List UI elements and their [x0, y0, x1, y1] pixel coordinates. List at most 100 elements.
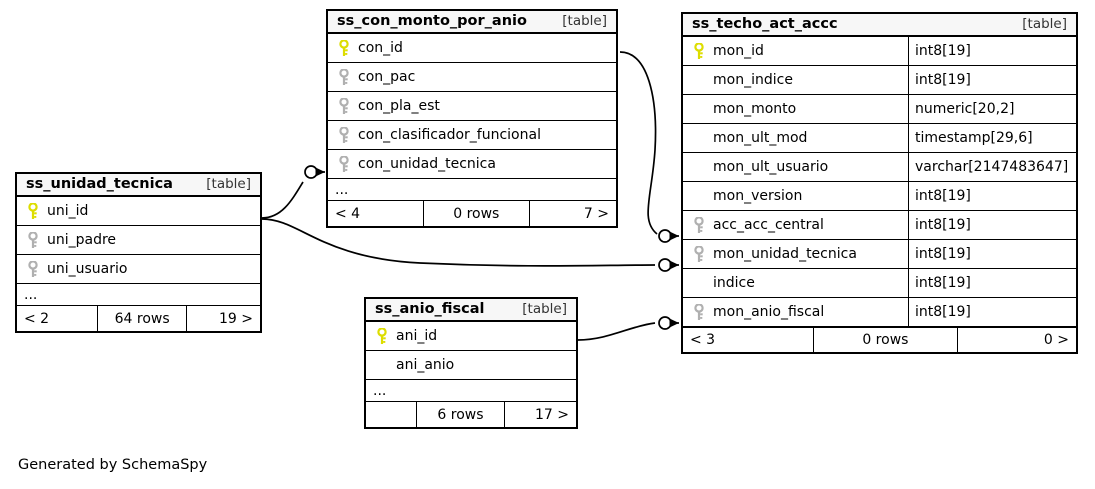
table-row[interactable]: mon_id int8[19]: [683, 37, 1076, 66]
footer-parent-count[interactable]: < 2: [24, 310, 50, 327]
table-row[interactable]: ani_anio: [366, 351, 576, 380]
no-key-spacer: [690, 274, 708, 292]
column-name: con_pac: [358, 69, 416, 85]
column-cell: con_pac: [328, 63, 616, 91]
more-columns-indicator: ...: [366, 380, 576, 402]
table-row[interactable]: uni_usuario: [17, 255, 260, 284]
column-name: mon_id: [713, 43, 764, 59]
primary-key-icon: [373, 327, 391, 345]
footer-row-count: 64 rows: [97, 306, 188, 331]
no-key-spacer: [690, 129, 708, 147]
table-row[interactable]: mon_unidad_tecnica int8[19]: [683, 240, 1076, 269]
column-name: mon_unidad_tecnica: [713, 246, 857, 262]
primary-key-icon: [690, 42, 708, 60]
foreign-key-icon: [24, 231, 42, 249]
foreign-key-icon: [335, 68, 353, 86]
column-name: uni_id: [47, 203, 89, 219]
table-row[interactable]: mon_ult_usuario varchar[2147483647]: [683, 153, 1076, 182]
table-ss-anio-fiscal[interactable]: ss_anio_fiscal [table] ani_id ani_anio .…: [364, 297, 578, 429]
column-type: timestamp[29,6]: [908, 124, 1076, 152]
more-columns-indicator: ...: [328, 179, 616, 201]
column-cell: con_pla_est: [328, 92, 616, 120]
table-header: ss_techo_act_accc [table]: [683, 14, 1076, 37]
table-row[interactable]: mon_ult_mod timestamp[29,6]: [683, 124, 1076, 153]
column-name: con_unidad_tecnica: [358, 156, 496, 172]
generated-by-credit: Generated by SchemaSpy: [18, 457, 208, 473]
column-name: uni_padre: [47, 232, 117, 248]
table-footer: < 4 0 rows 7 >: [328, 201, 616, 226]
table-ss-con-monto-por-anio[interactable]: ss_con_monto_por_anio [table] con_id con…: [326, 9, 618, 228]
footer-parent-count[interactable]: [366, 402, 416, 427]
table-row[interactable]: mon_version int8[19]: [683, 182, 1076, 211]
cardinality-zero-circle: [658, 316, 672, 330]
column-cell: con_clasificador_funcional: [328, 121, 616, 149]
no-key-spacer: [690, 100, 708, 118]
column-name: indice: [713, 275, 755, 291]
column-type: int8[19]: [908, 211, 1076, 239]
table-row[interactable]: con_unidad_tecnica: [328, 150, 616, 179]
table-row[interactable]: ani_id: [366, 322, 576, 351]
table-title: ss_techo_act_accc: [692, 16, 838, 32]
table-row[interactable]: con_id: [328, 34, 616, 63]
table-row[interactable]: con_pla_est: [328, 92, 616, 121]
no-key-spacer: [690, 187, 708, 205]
table-header: ss_con_monto_por_anio [table]: [328, 11, 616, 34]
column-cell: ani_anio: [366, 351, 576, 379]
column-type: int8[19]: [908, 182, 1076, 210]
cardinality-zero-circle: [658, 258, 672, 272]
footer-child-count[interactable]: 7 >: [583, 205, 609, 222]
table-header: ss_unidad_tecnica [table]: [17, 174, 260, 197]
table-row[interactable]: uni_padre: [17, 226, 260, 255]
column-name: uni_usuario: [47, 261, 128, 277]
table-row[interactable]: mon_monto numeric[20,2]: [683, 95, 1076, 124]
foreign-key-icon: [690, 303, 708, 321]
foreign-key-icon: [690, 216, 708, 234]
column-name: mon_anio_fiscal: [713, 304, 825, 320]
foreign-key-icon: [335, 97, 353, 115]
table-row[interactable]: mon_anio_fiscal int8[19]: [683, 298, 1076, 327]
column-cell: mon_id: [683, 37, 908, 65]
footer-parent-count[interactable]: < 4: [335, 205, 361, 222]
cardinality-zero-circle: [304, 165, 318, 179]
table-row[interactable]: acc_acc_central int8[19]: [683, 211, 1076, 240]
column-name: acc_acc_central: [713, 217, 824, 233]
column-name: con_pla_est: [358, 98, 440, 114]
column-type: int8[19]: [908, 269, 1076, 297]
footer-child-count[interactable]: 0 >: [1043, 332, 1069, 348]
footer-child-count[interactable]: 17 >: [534, 406, 569, 423]
column-name: ani_anio: [396, 357, 455, 373]
column-type: int8[19]: [908, 240, 1076, 268]
table-row[interactable]: con_clasificador_funcional: [328, 121, 616, 150]
table-title: ss_con_monto_por_anio: [337, 13, 527, 29]
more-columns-indicator: ...: [17, 284, 260, 306]
table-title: ss_unidad_tecnica: [26, 176, 173, 192]
column-cell: acc_acc_central: [683, 211, 908, 239]
table-row[interactable]: uni_id: [17, 197, 260, 226]
column-name: mon_ult_usuario: [713, 159, 829, 175]
table-type-tag: [table]: [522, 301, 567, 317]
column-cell: mon_unidad_tecnica: [683, 240, 908, 268]
column-cell: ani_id: [366, 322, 576, 350]
no-key-spacer: [373, 356, 391, 374]
table-ss-unidad-tecnica[interactable]: ss_unidad_tecnica [table] uni_id uni_pad…: [15, 172, 262, 333]
foreign-key-icon: [690, 245, 708, 263]
foreign-key-icon: [335, 126, 353, 144]
table-footer: < 2 64 rows 19 >: [17, 306, 260, 331]
table-ss-techo-act-accc[interactable]: ss_techo_act_accc [table] mon_id int8[19…: [681, 12, 1078, 354]
edge-unidad-tecnica-to-con-monto-por-anio: [261, 165, 325, 219]
primary-key-icon: [335, 39, 353, 57]
table-type-tag: [table]: [1022, 16, 1067, 32]
footer-row-count: 6 rows: [416, 402, 505, 427]
table-row[interactable]: mon_indice int8[19]: [683, 66, 1076, 95]
table-row[interactable]: indice int8[19]: [683, 269, 1076, 298]
footer-row-count: 0 rows: [423, 201, 530, 226]
column-cell: con_unidad_tecnica: [328, 150, 616, 178]
table-row[interactable]: con_pac: [328, 63, 616, 92]
primary-key-icon: [24, 202, 42, 220]
column-name: con_clasificador_funcional: [358, 127, 541, 143]
footer-parent-count[interactable]: < 3: [690, 332, 716, 348]
column-type: varchar[2147483647]: [908, 153, 1076, 181]
footer-child-count[interactable]: 19 >: [218, 310, 253, 327]
table-footer: 6 rows 17 >: [366, 402, 576, 427]
